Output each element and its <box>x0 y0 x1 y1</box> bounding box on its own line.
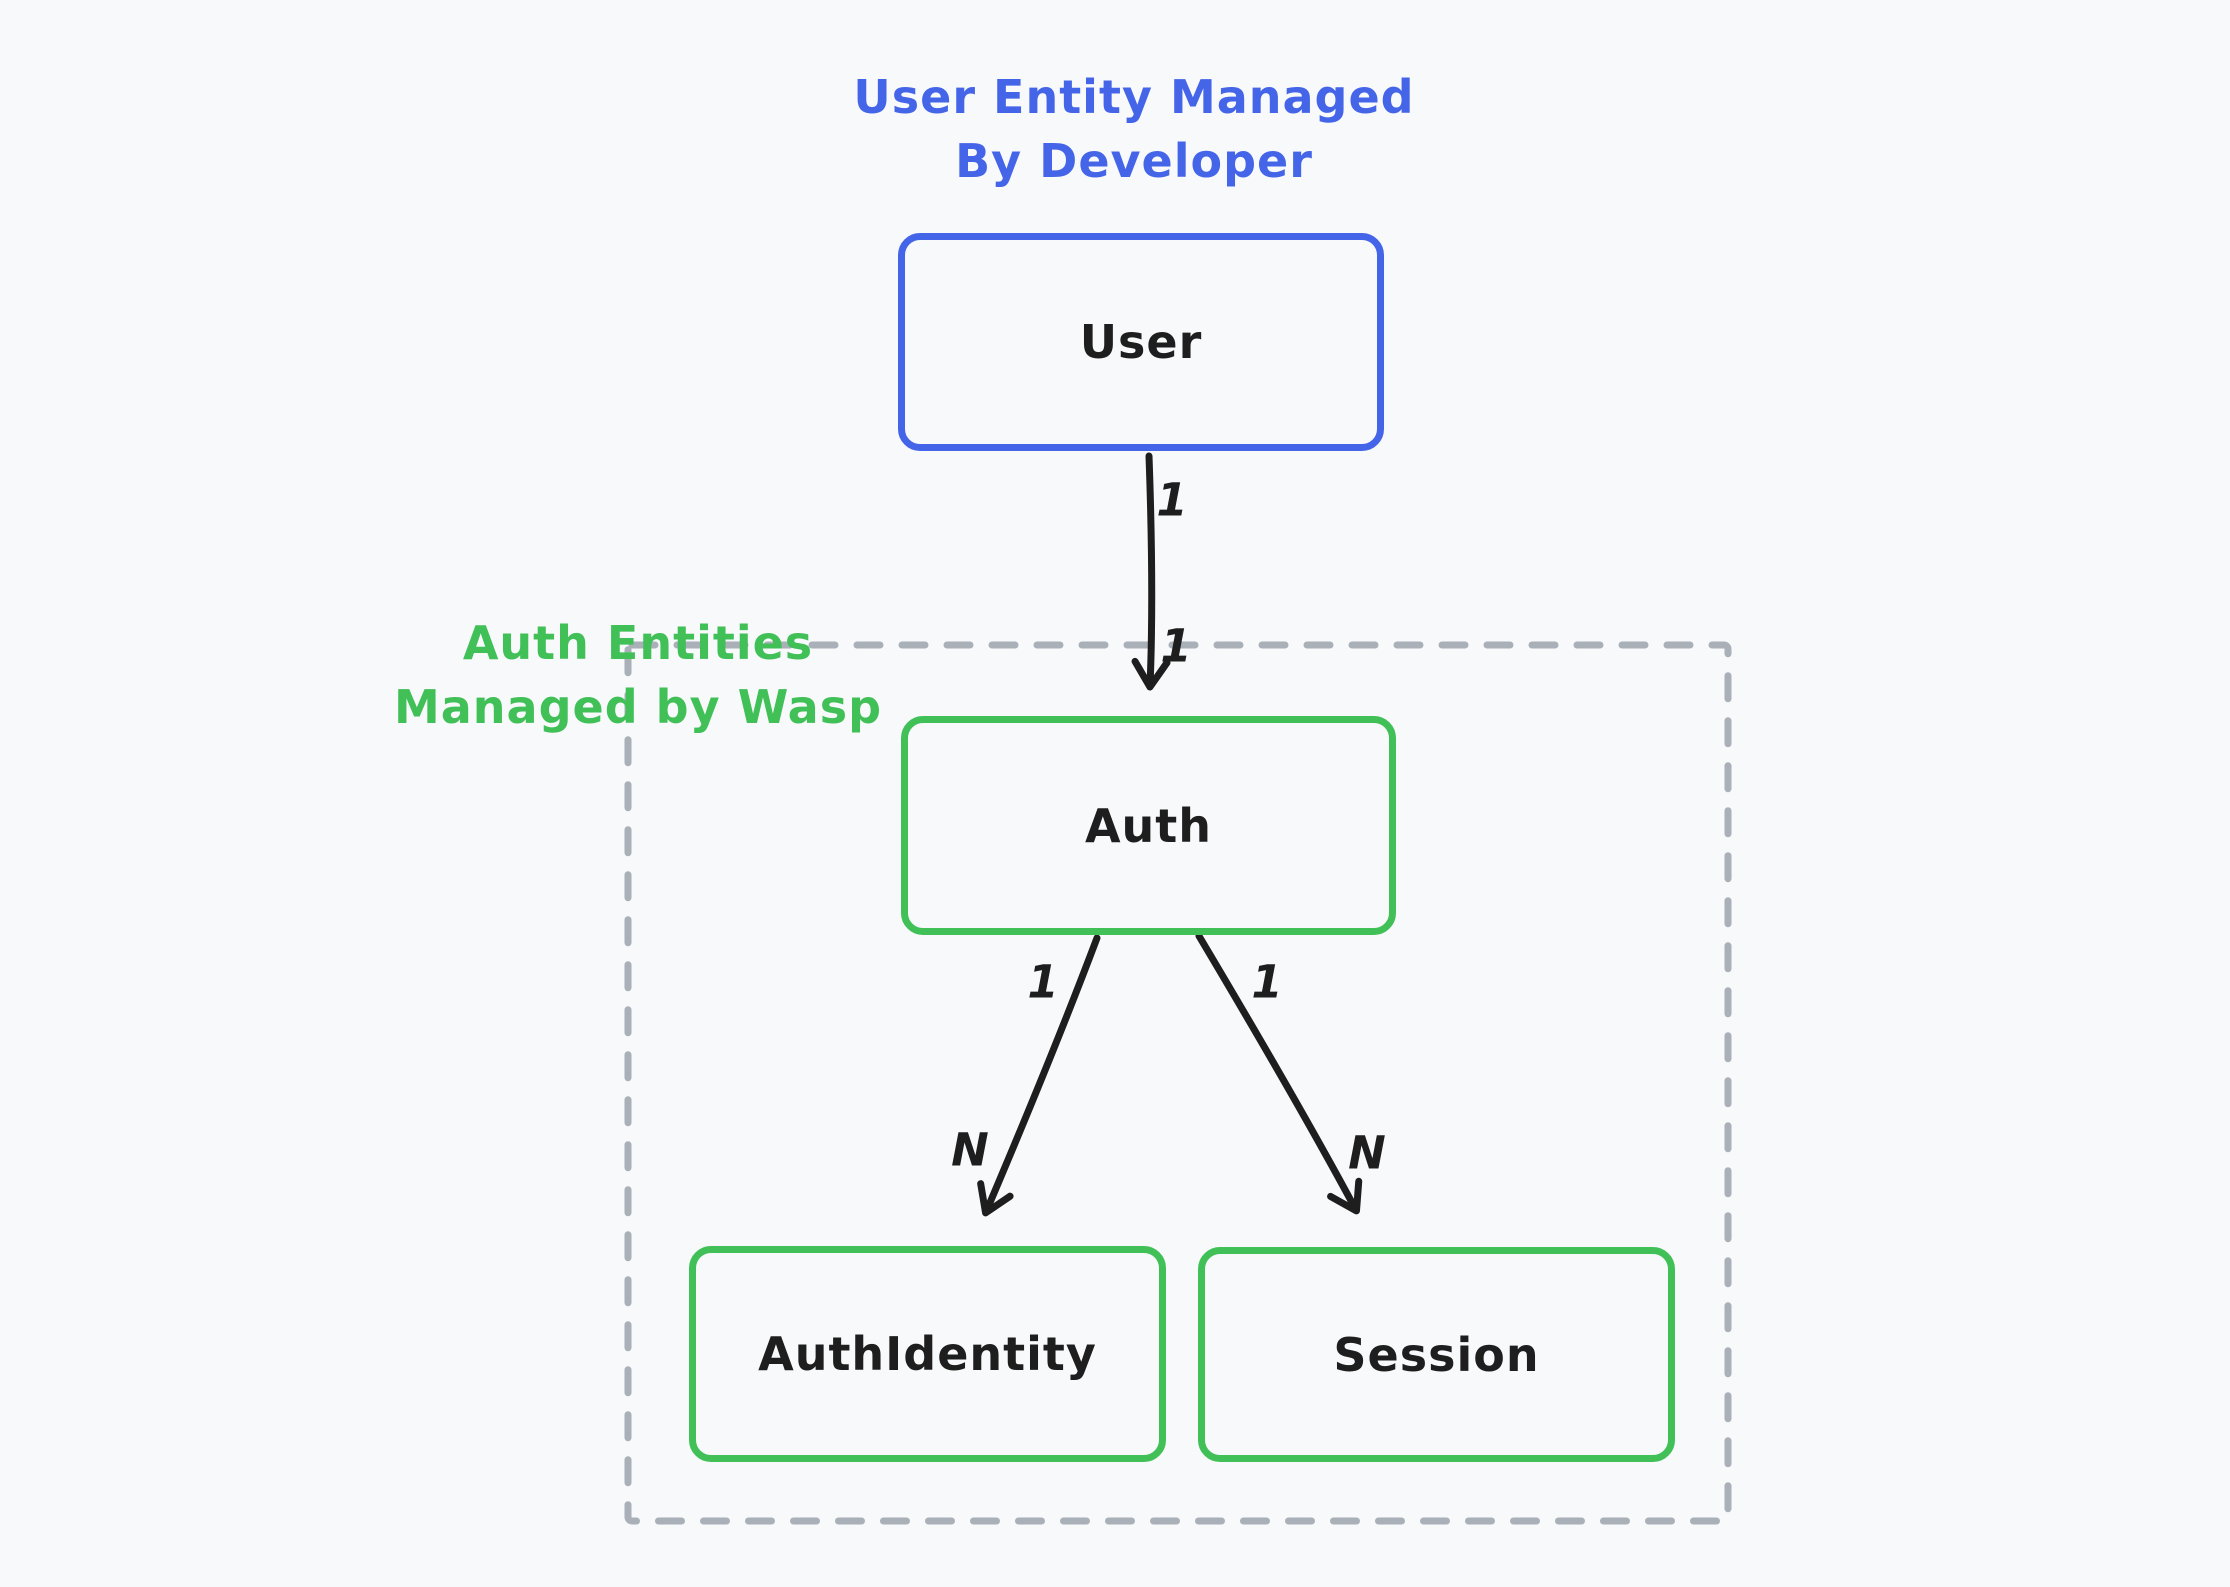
cardinality-auth-authidentity-to: N <box>951 1123 989 1177</box>
edge-auth-to-authidentity <box>977 934 1101 1217</box>
edge-auth-to-session <box>1195 932 1363 1215</box>
cardinality-user-auth-from: 1 <box>1156 473 1188 527</box>
node-auth-label: Auth <box>1084 798 1213 853</box>
node-auth: Auth <box>901 716 1396 935</box>
node-session: Session <box>1198 1247 1675 1462</box>
node-authidentity: AuthIdentity <box>689 1246 1166 1462</box>
cardinality-user-auth-to: 1 <box>1160 619 1192 673</box>
node-user-label: User <box>1079 315 1203 369</box>
title-line-2: By Developer <box>955 134 1313 188</box>
title-line-1: User Entity Managed <box>853 70 1415 124</box>
cardinality-auth-session-to: N <box>1348 1126 1386 1180</box>
node-session-label: Session <box>1333 1327 1540 1382</box>
node-user: User <box>898 233 1384 451</box>
title-user-entity: User Entity Managed By Developer <box>684 65 1584 193</box>
auth-group-boundary <box>624 641 1732 1525</box>
auth-group-label: Auth Entities Managed by Wasp <box>288 611 988 739</box>
cardinality-auth-session-from: 1 <box>1251 955 1283 1009</box>
auth-group-label-line-1: Auth Entities <box>462 616 814 670</box>
cardinality-auth-authidentity-from: 1 <box>1027 955 1059 1009</box>
edge-user-to-auth <box>1131 452 1171 691</box>
auth-group-label-line-2: Managed by Wasp <box>393 680 883 734</box>
node-authidentity-label: AuthIdentity <box>758 1327 1097 1381</box>
